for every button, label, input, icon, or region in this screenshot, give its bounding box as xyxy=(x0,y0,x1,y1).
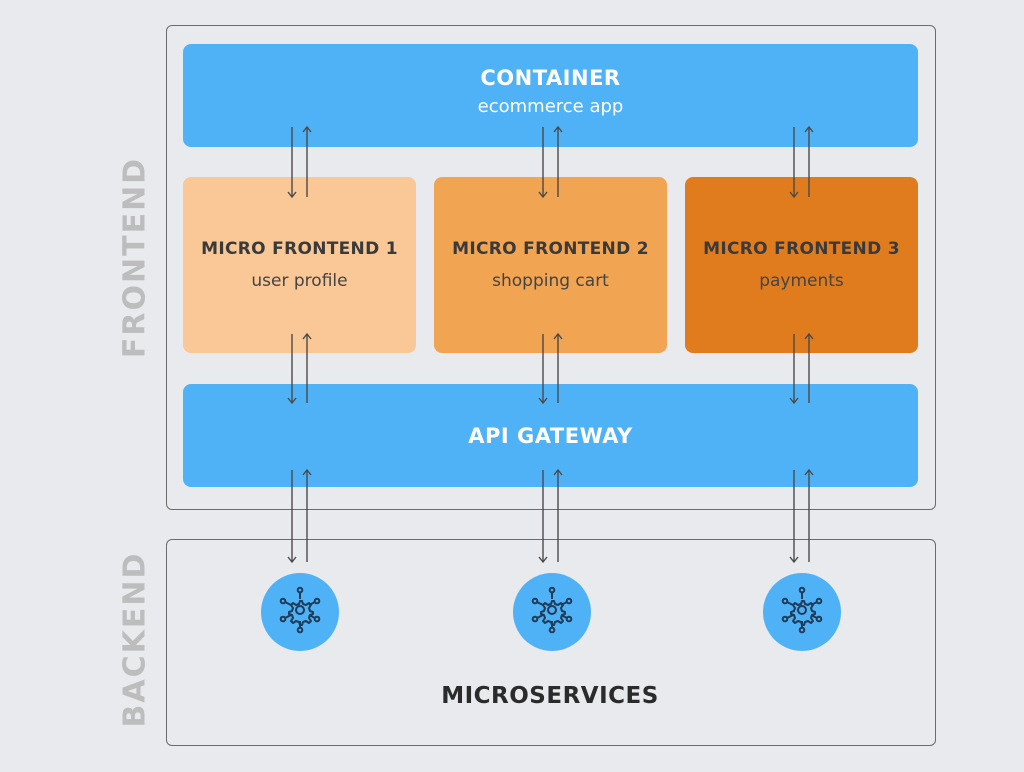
frontend-frame xyxy=(166,25,936,510)
micro-frontend-3-box: MICRO FRONTEND 3 payments xyxy=(685,177,918,353)
micro-frontend-1-title: MICRO FRONTEND 1 xyxy=(201,239,398,259)
micro-frontend-3-title: MICRO FRONTEND 3 xyxy=(703,239,900,259)
frontend-section-label: FRONTEND xyxy=(117,156,153,359)
micro-frontend-2-box: MICRO FRONTEND 2 shopping cart xyxy=(434,177,667,353)
microservice-hub-icon xyxy=(526,584,578,640)
micro-frontend-3-subtitle: payments xyxy=(759,271,844,291)
api-gateway-box: API GATEWAY xyxy=(183,384,918,487)
micro-frontend-1-box: MICRO FRONTEND 1 user profile xyxy=(183,177,416,353)
backend-section-label: BACKEND xyxy=(117,551,153,728)
container-subtitle: ecommerce app xyxy=(477,96,624,117)
micro-frontend-1-subtitle: user profile xyxy=(251,271,348,291)
microservice-hub-icon xyxy=(274,584,326,640)
microservices-label: MICROSERVICES xyxy=(441,683,659,709)
microservice-3-node xyxy=(763,573,841,651)
micro-frontend-2-subtitle: shopping cart xyxy=(492,271,609,291)
container-box: CONTAINER ecommerce app xyxy=(183,44,918,147)
microservice-1-node xyxy=(261,573,339,651)
container-title: CONTAINER xyxy=(480,66,621,90)
micro-frontend-2-title: MICRO FRONTEND 2 xyxy=(452,239,649,259)
api-gateway-title: API GATEWAY xyxy=(468,423,633,448)
microservice-2-node xyxy=(513,573,591,651)
microservice-hub-icon xyxy=(776,584,828,640)
backend-frame xyxy=(166,539,936,746)
